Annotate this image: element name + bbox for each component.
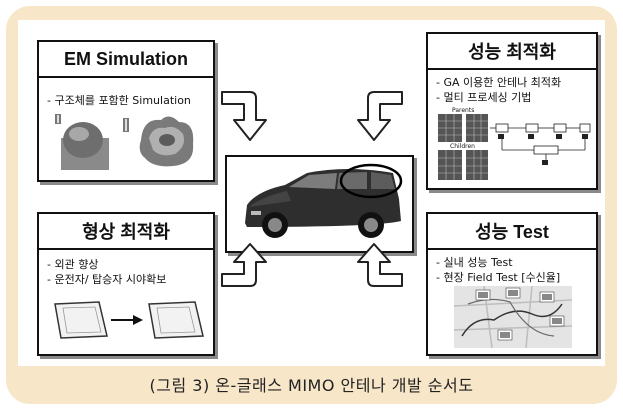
shape-optimization-bullet-2: - 운전자/ 탑승자 시야확보 bbox=[47, 273, 167, 286]
em-simulation-title: EM Simulation bbox=[39, 42, 213, 78]
antenna-highlight-ellipse bbox=[339, 163, 403, 199]
performance-optimization-box: 성능 최적화 - GA 이용한 안테나 최적화 - 멀티 프로세싱 기법 Par… bbox=[426, 32, 598, 190]
em-simulation-box: EM Simulation - 구조체를 포함한 Simulation bbox=[37, 40, 215, 182]
field-test-map-image bbox=[454, 286, 572, 348]
arrow-em-to-car-icon bbox=[221, 91, 267, 141]
glass-before bbox=[54, 301, 108, 339]
car-window-middle bbox=[337, 172, 367, 189]
car-image-box bbox=[225, 155, 414, 253]
performance-test-box: 성능 Test - 실내 성능 Test - 현장 Field Test [수신… bbox=[426, 212, 598, 356]
performance-optimization-bullet-1: - GA 이용한 안테나 최적화 bbox=[436, 76, 562, 89]
performance-test-bullet-2: - 현장 Field Test [수신율] bbox=[436, 271, 561, 284]
car-window-rear bbox=[371, 172, 395, 189]
child-grid-2 bbox=[466, 150, 488, 180]
shape-optimization-bullet-1: - 외관 향상 bbox=[47, 258, 99, 271]
parents-label: Parents bbox=[452, 107, 474, 114]
arrow-head-icon bbox=[133, 315, 143, 325]
figure-caption: (그림 3) 온-글래스 MIMO 안테나 개발 순서도 bbox=[149, 376, 474, 395]
shape-optimization-box: 형상 최적화 - 외관 향상 - 운전자/ 탑승자 시야확보 bbox=[37, 212, 215, 356]
performance-optimization-bullet-2: - 멀티 프로세싱 기법 bbox=[436, 91, 532, 104]
child-grid-1 bbox=[438, 150, 462, 180]
arrow-optimization-to-car-icon bbox=[357, 91, 403, 141]
performance-test-bullet-1: - 실내 성능 Test bbox=[436, 256, 513, 269]
em-simulation-bullet-1: - 구조체를 포함한 Simulation bbox=[47, 94, 191, 107]
performance-test-title: 성능 Test bbox=[428, 214, 596, 250]
glass-shape-image bbox=[54, 301, 204, 339]
glass-after bbox=[148, 301, 204, 339]
children-label: Children bbox=[450, 143, 475, 150]
performance-optimization-title: 성능 최적화 bbox=[428, 34, 596, 70]
shape-optimization-title: 형상 최적화 bbox=[39, 214, 213, 250]
arrow-shape-to-car-icon bbox=[221, 243, 267, 287]
em-simulation-image bbox=[55, 114, 194, 170]
arrow-test-to-car-icon bbox=[357, 243, 403, 287]
headlight bbox=[251, 211, 261, 215]
car-window-front bbox=[289, 173, 337, 189]
test-route bbox=[461, 303, 563, 337]
genetic-algorithm-diagram: Parents Children bbox=[438, 107, 591, 180]
minivan-image bbox=[245, 163, 403, 238]
